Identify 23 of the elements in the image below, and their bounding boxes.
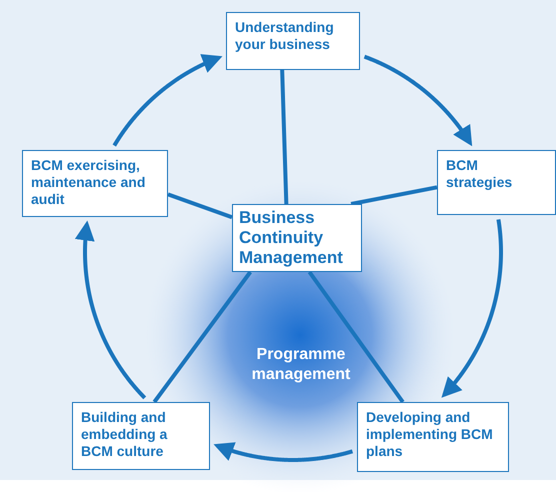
stage-box [72,402,210,470]
curved-arrow [112,54,222,147]
curved-arrow [74,220,146,400]
stage-box [357,402,509,472]
box-text: Building and embedding a BCM culture [81,409,168,460]
connector-line [152,270,252,404]
box-text: Developing and implementing BCM plans [366,409,494,460]
connector-line [308,270,404,404]
stage-box [226,12,360,70]
curved-arrow [363,54,472,146]
curved-arrow [214,442,354,462]
stage-box [437,150,556,215]
box-text: Business Continuity Management [239,208,344,268]
connector-line [167,192,233,220]
box-text: BCM strategies [446,157,514,191]
center-label: Programme management [250,345,352,385]
box-text: Understanding your business [235,19,335,53]
box-text: BCM exercising, maintenance and audit [31,157,146,208]
stage-box [22,150,168,217]
connector-line [280,70,288,204]
center-box [232,204,362,272]
curved-arrow [441,218,503,398]
connector-line [350,185,438,206]
